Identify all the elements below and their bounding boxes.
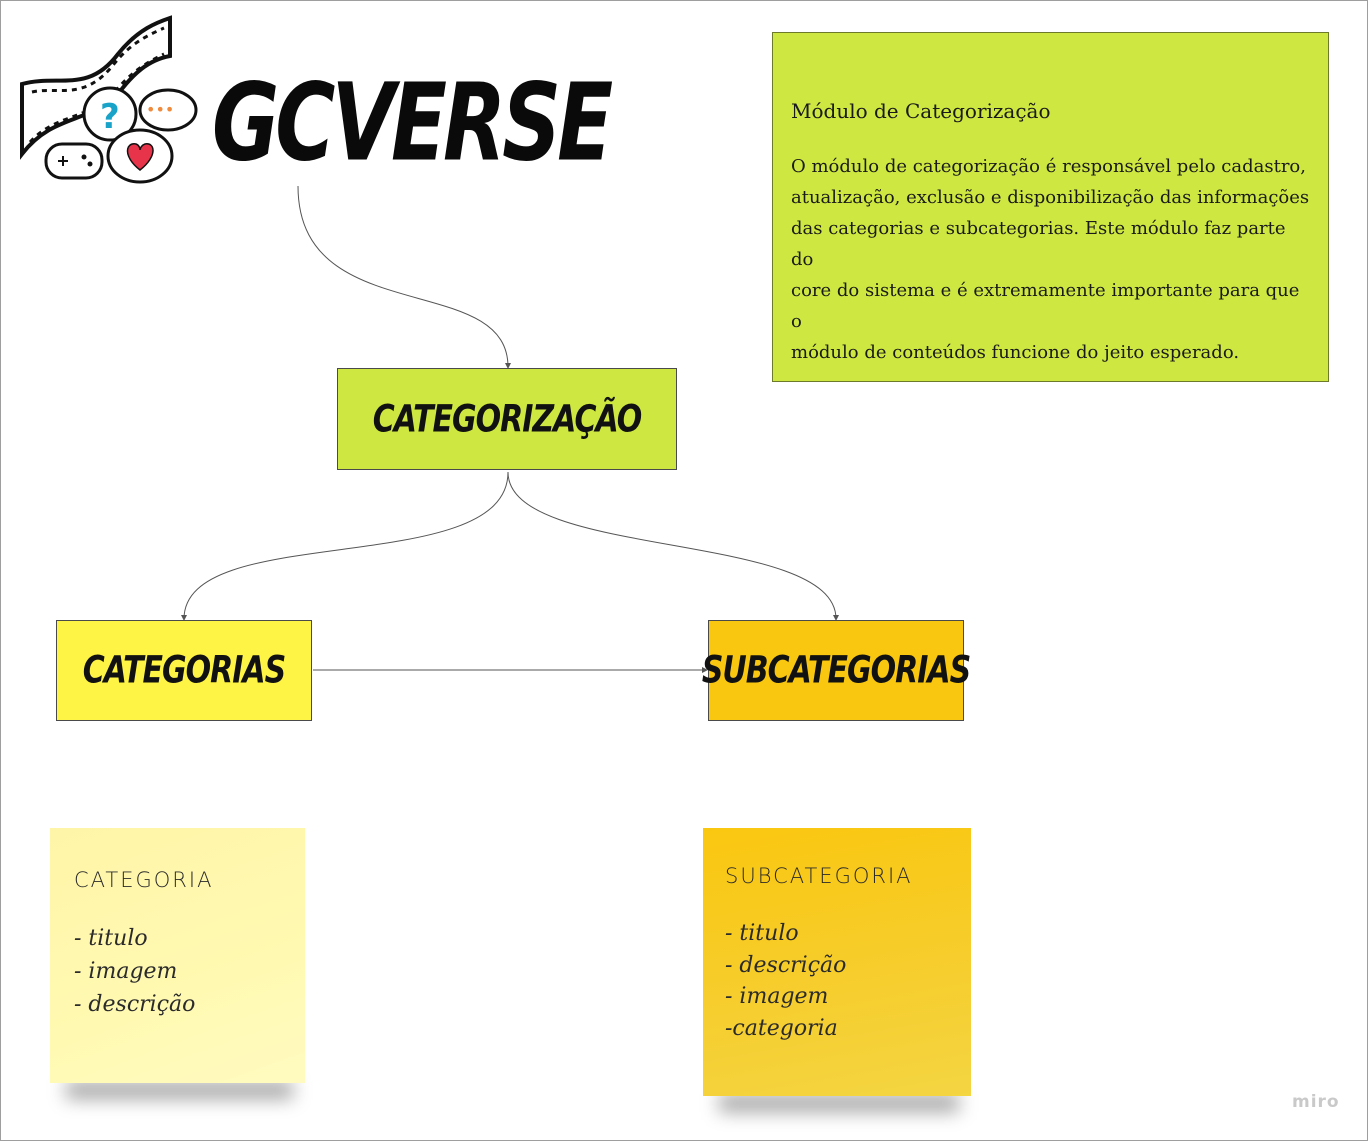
info-card-body: O módulo de categorização é responsável … bbox=[791, 151, 1310, 368]
film-strip-icon bbox=[20, 15, 172, 160]
svg-text:?: ? bbox=[100, 97, 120, 137]
logo-title: GCVERSE bbox=[212, 62, 613, 186]
sticky-item: - titulo bbox=[74, 926, 148, 951]
gamepad-icon bbox=[44, 142, 104, 180]
info-card-line: O módulo de categorização é responsável … bbox=[791, 156, 1306, 177]
miro-watermark: miro bbox=[1292, 1092, 1340, 1112]
sticky-item: - descrição bbox=[74, 992, 196, 1017]
edge-categorizacao-to-subcategorias bbox=[507, 471, 839, 621]
info-card-heading: Módulo de Categorização bbox=[791, 99, 1051, 123]
edge-logo-to-categorizacao bbox=[297, 185, 511, 369]
info-card-line: módulo de conteúdos funcione do jeito es… bbox=[791, 342, 1240, 363]
sticky-title: CATEGORIA bbox=[74, 868, 214, 892]
sticky-item: - imagem bbox=[74, 959, 178, 984]
node-categorias-label: CATEGORIAS bbox=[82, 648, 287, 693]
info-card[interactable]: Módulo de Categorização O módulo de cate… bbox=[772, 32, 1329, 382]
sticky-item: - imagem bbox=[725, 984, 829, 1009]
chat-bubble-icon: ••• bbox=[138, 88, 198, 132]
question-bubble-icon: ? bbox=[82, 86, 138, 142]
info-card-line: das categorias e subcategorias. Este mód… bbox=[791, 218, 1286, 270]
info-card-line: core do sistema e é extremamente importa… bbox=[791, 280, 1300, 332]
svg-text:•••: ••• bbox=[146, 100, 174, 119]
info-card-line: atualização, exclusão e disponibilização… bbox=[791, 187, 1310, 208]
node-categorizacao[interactable]: CATEGORIZAÇÃO bbox=[337, 368, 677, 470]
node-categorizacao-label: CATEGORIZAÇÃO bbox=[372, 397, 643, 441]
node-subcategorias-label: SUBCATEGORIAS bbox=[701, 648, 971, 693]
sticky-item: -categoria bbox=[725, 1015, 838, 1041]
edge-categorizacao-to-categorias bbox=[181, 471, 509, 621]
node-subcategorias[interactable]: SUBCATEGORIAS bbox=[702, 620, 971, 721]
sticky-item: - descrição bbox=[725, 952, 847, 978]
gcverse-logo-art: ? ••• bbox=[20, 15, 198, 184]
heart-bubble-icon bbox=[106, 128, 174, 184]
sticky-note-subcategoria[interactable]: SUBCATEGORIA - titulo - descrição - imag… bbox=[703, 828, 971, 1096]
sticky-note-categoria[interactable]: CATEGORIA - titulo - imagem - descrição bbox=[50, 828, 305, 1083]
sticky-item: - titulo bbox=[725, 921, 799, 946]
node-categorias[interactable]: CATEGORIAS bbox=[56, 620, 312, 721]
sticky-title: SUBCATEGORIA bbox=[725, 864, 913, 888]
